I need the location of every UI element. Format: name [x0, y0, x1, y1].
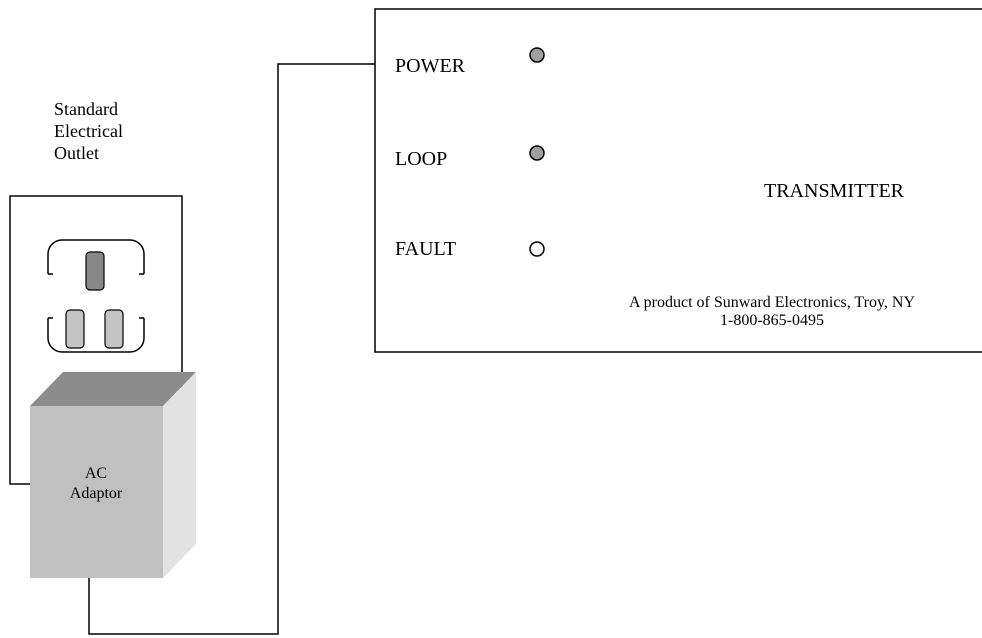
manufacturer-line-1: A product of Sunward Electronics, Troy, … [628, 294, 916, 311]
fault-led [529, 241, 545, 257]
adaptor-label: AC Adaptor [30, 464, 162, 504]
power-cord [88, 63, 375, 635]
ac-adaptor [30, 372, 196, 578]
adaptor-label-line-2: Adaptor [69, 485, 123, 502]
adaptor-top [30, 372, 196, 406]
outlet-caption-line-3: Outlet [54, 143, 99, 163]
outlet-caption-line-2: Electrical [54, 121, 123, 141]
ground-slot [85, 251, 105, 291]
adaptor-front [30, 406, 163, 578]
outlet-caption-line-1: Standard [54, 99, 118, 119]
adaptor-side [163, 372, 196, 578]
indicator-label-power: POWER [395, 55, 465, 77]
indicator-label-fault: FAULT [395, 238, 457, 260]
indicator-label-loop: LOOP [395, 148, 448, 170]
right-slot [104, 309, 124, 349]
adaptor-label-line-1: AC [84, 465, 108, 482]
transmitter-box [374, 8, 982, 353]
transmitter-title: TRANSMITTER [764, 180, 904, 202]
loop-led [529, 145, 545, 161]
manufacturer-info: A product of Sunward Electronics, Troy, … [560, 294, 982, 330]
manufacturer-line-2: 1-800-865-0495 [720, 312, 824, 329]
left-slot [65, 309, 85, 349]
outlet-receptacle [44, 239, 148, 353]
outlet-caption: Standard Electrical Outlet [54, 98, 123, 164]
power-led [529, 47, 545, 63]
